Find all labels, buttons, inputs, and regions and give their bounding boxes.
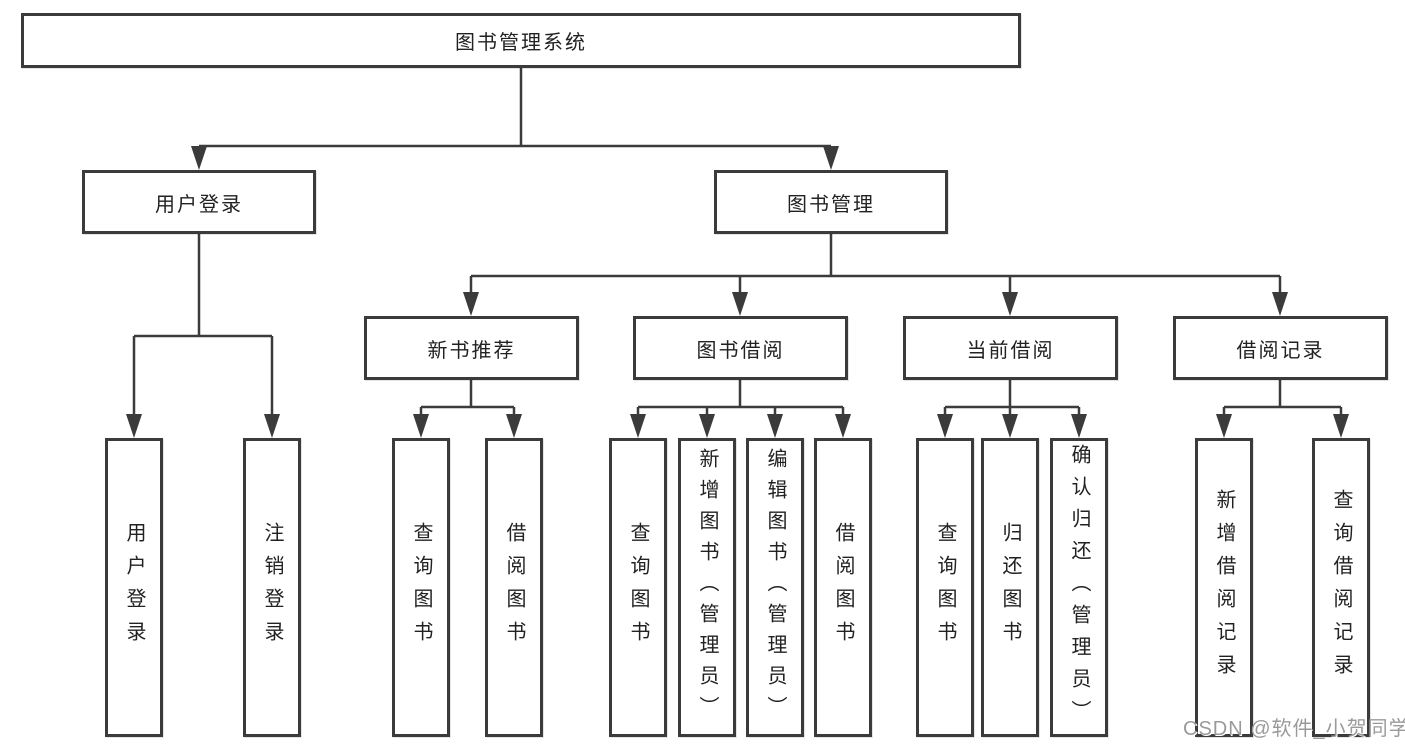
node-leaf-user-login: 用户登录 [105, 438, 163, 737]
node-label: 注销登录 [261, 521, 283, 654]
node-label: 查询图书 [934, 521, 956, 654]
node-label: 用户登录 [123, 521, 145, 654]
node-label: 借阅图书 [832, 521, 854, 654]
node-label: 查询图书 [410, 521, 432, 654]
node-label: 图书管理系统 [455, 32, 587, 54]
node-leaf-confirm-return-admin: 确认归还（管理员） [1050, 438, 1108, 737]
node-label: 新增图书（管理员） [696, 448, 718, 727]
watermark: CSDN @软件_小贺同学 [1183, 718, 1405, 740]
node-user-login: 用户登录 [82, 170, 316, 234]
node-book-management: 图书管理 [714, 170, 948, 234]
node-leaf-query-book-recommend: 查询图书 [392, 438, 450, 737]
node-label: 用户登录 [155, 193, 243, 216]
node-label: 查询借阅记录 [1330, 488, 1352, 687]
node-label: 当前借阅 [966, 339, 1055, 362]
node-root-system: 图书管理系统 [21, 13, 1021, 68]
node-leaf-return-book: 归还图书 [981, 438, 1039, 737]
node-label: 确认归还（管理员） [1068, 443, 1090, 732]
node-label: 图书借阅 [696, 339, 785, 362]
node-label: 归还图书 [999, 521, 1021, 654]
arrowheads [126, 146, 1349, 438]
node-leaf-query-borrow-record: 查询借阅记录 [1312, 438, 1370, 737]
node-label: 编辑图书（管理员） [764, 448, 786, 727]
node-label: 新增借阅记录 [1213, 488, 1235, 687]
node-label: 新书推荐 [427, 339, 516, 362]
node-leaf-edit-book-admin: 编辑图书（管理员） [746, 438, 804, 737]
node-borrow-records: 借阅记录 [1173, 316, 1388, 380]
node-leaf-borrow-book: 借阅图书 [814, 438, 872, 737]
node-label: 借阅图书 [503, 521, 525, 654]
node-book-borrow: 图书借阅 [633, 316, 848, 380]
node-label: 图书管理 [787, 193, 875, 216]
node-label: 借阅记录 [1236, 339, 1325, 362]
node-current-borrow: 当前借阅 [903, 316, 1118, 380]
node-label: 查询图书 [627, 521, 649, 654]
node-leaf-add-borrow-record: 新增借阅记录 [1195, 438, 1253, 737]
node-leaf-add-book-admin: 新增图书（管理员） [678, 438, 736, 737]
node-leaf-logout: 注销登录 [243, 438, 301, 737]
node-leaf-query-book-borrow: 查询图书 [609, 438, 667, 737]
node-leaf-query-book-current: 查询图书 [916, 438, 974, 737]
node-new-book-recommend: 新书推荐 [364, 316, 579, 380]
node-leaf-borrow-book-recommend: 借阅图书 [485, 438, 543, 737]
